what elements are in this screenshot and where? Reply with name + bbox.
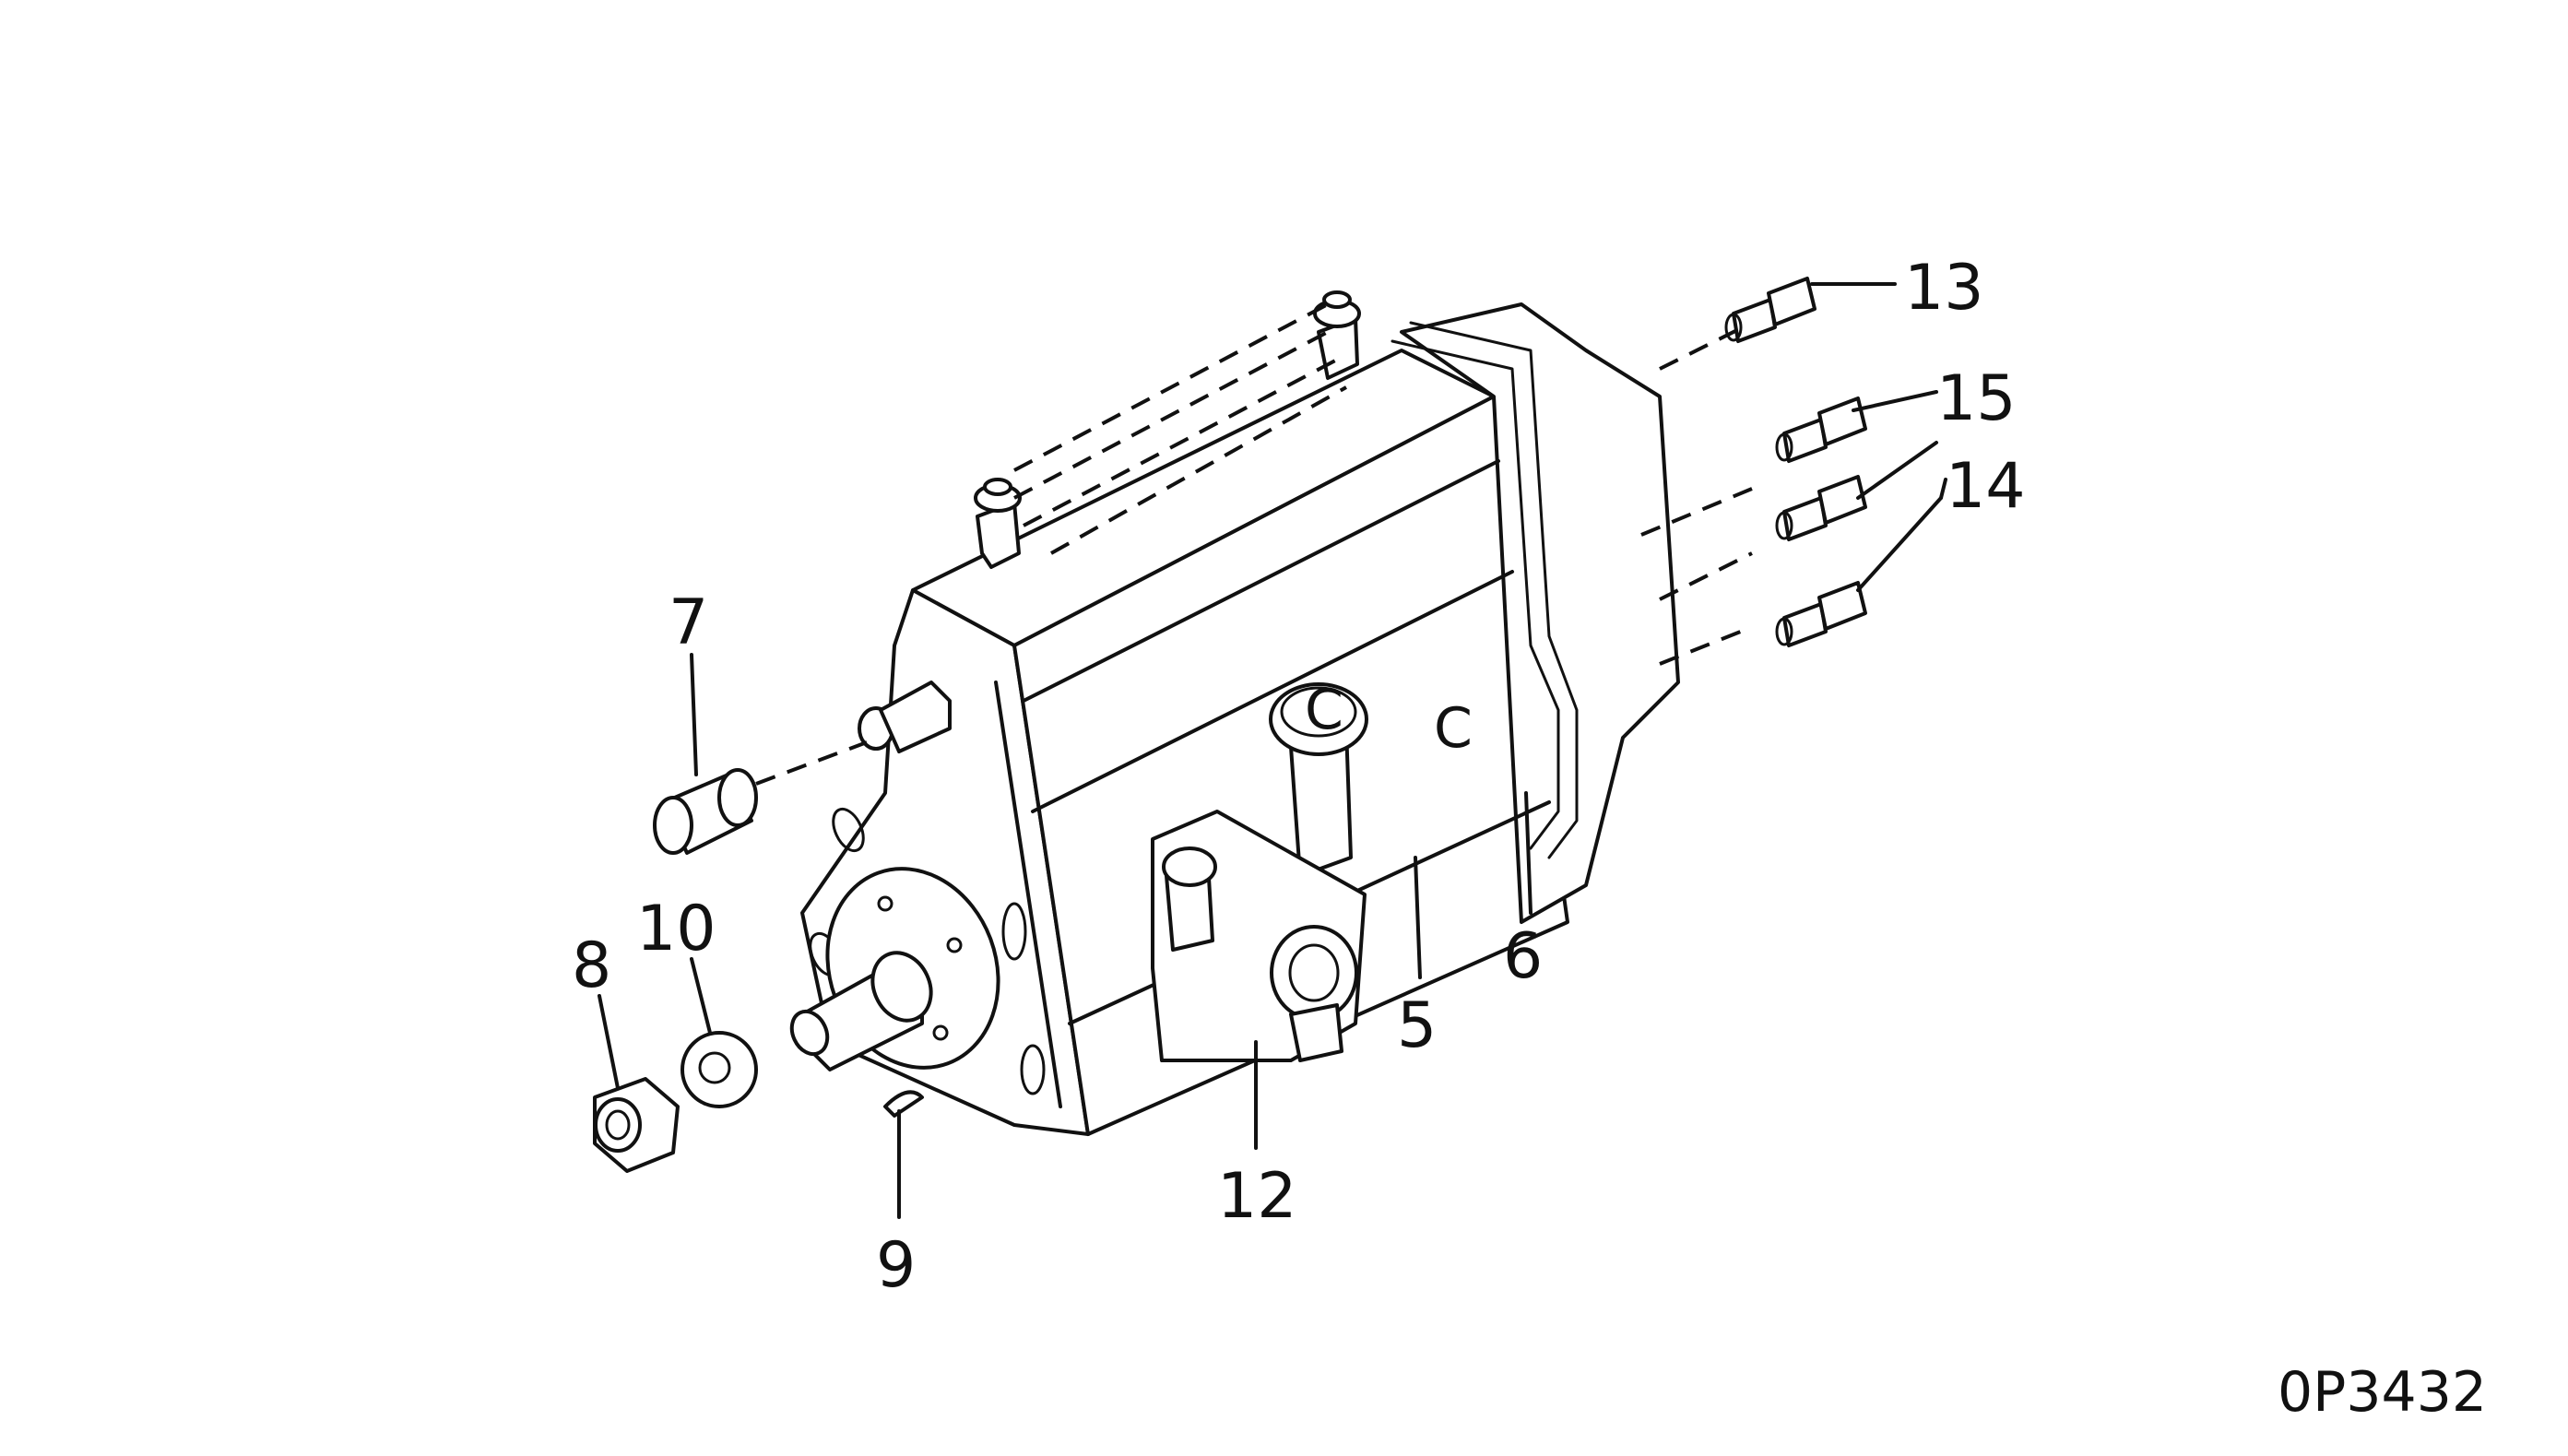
callout-7: 7 <box>669 586 708 659</box>
leader-lines <box>598 282 1947 1219</box>
plug-part <box>653 768 758 855</box>
callout-labels: 13 15 14 7 10 8 6 5 12 9 <box>572 252 2026 1302</box>
bolt-13 <box>1724 277 1817 343</box>
key-part <box>883 1090 924 1118</box>
washer-part <box>680 1031 758 1108</box>
callout-14: 14 <box>1946 450 2026 523</box>
callout-8: 8 <box>572 929 611 1002</box>
callout-12: 12 <box>1217 1160 1297 1233</box>
callout-13: 13 <box>1904 252 1984 325</box>
pump-housing: C C <box>789 290 1680 1136</box>
bolt-15 <box>1775 397 1867 463</box>
callout-15: 15 <box>1936 362 2017 435</box>
c-mark-icon: C <box>1434 696 1473 761</box>
c-mark-icon: C <box>1305 678 1343 742</box>
callout-6: 6 <box>1503 920 1543 993</box>
callout-9: 9 <box>876 1229 916 1302</box>
callout-10: 10 <box>636 893 716 965</box>
assembly-lines <box>755 302 1753 786</box>
nut-part <box>593 1077 680 1173</box>
drawing-code: 0P3432 <box>2278 1360 2487 1425</box>
loose-parts <box>593 277 1867 1173</box>
bolt-14b <box>1775 581 1867 647</box>
callout-5: 5 <box>1397 989 1437 1062</box>
bolt-14a <box>1775 475 1867 541</box>
